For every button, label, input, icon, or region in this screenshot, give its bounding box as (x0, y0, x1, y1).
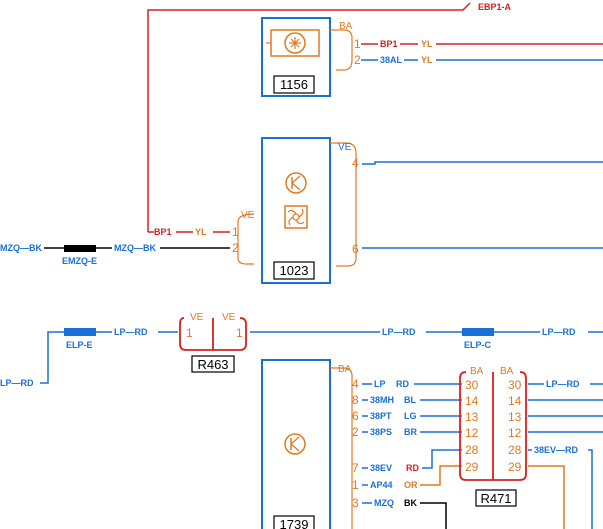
r471-left-pin-29: 29 (465, 460, 479, 474)
splice-elp-c (462, 328, 494, 336)
c1156-wire-2-name: 38AL (380, 55, 403, 65)
component-1023-id: 1023 (280, 263, 309, 278)
r471-id-box (475, 489, 517, 507)
r463-out-wire-label: LP—RD (382, 327, 416, 337)
wire-1023-pin4 (362, 161, 603, 165)
r471-left-pin-12: 12 (465, 426, 479, 440)
component-1156-box (261, 17, 331, 97)
r471-38ev-rd-label: 38EV—RD (534, 445, 579, 455)
lp-rd-right-label: LP—RD (542, 327, 576, 337)
ebp1-a-label: EBP1-A (478, 2, 512, 12)
r471-id: R471 (480, 491, 511, 506)
c1739-wire-6-color: LG (404, 411, 417, 421)
r471-left-pin-13: 13 (465, 410, 479, 424)
splice-emzq-label: EMZQ-E (62, 256, 97, 266)
c1156-connector-bracket (330, 29, 353, 71)
c1739-wire-2-name: 38PS (370, 427, 392, 437)
c1156-pin-2: 2 (354, 53, 361, 67)
c1156-connector-color: BA (339, 21, 353, 32)
c1739-pin-3: 3 (352, 496, 359, 510)
r471-right-pin-29: 29 (508, 460, 522, 474)
c1023-pin-2: 2 (232, 241, 239, 255)
component-1739-id-box (273, 515, 315, 529)
transistor-icon (285, 172, 307, 194)
c1739-pin-6: 6 (352, 409, 359, 423)
splice-elp-e-label: ELP-E (66, 340, 93, 350)
c1739-pin-8: 8 (352, 393, 359, 407)
c1739-wire-4-color: RD (396, 379, 409, 389)
c1156-wire-1-name: BP1 (380, 39, 398, 49)
c1023-pin-6: 6 (352, 242, 359, 256)
c1023-wire-1-color: YL (195, 227, 207, 237)
mzq-bk-left-label: MZQ—BK (0, 243, 42, 253)
c1739-wire-3-color: BK (404, 498, 417, 508)
r471-left-pin-30: 30 (465, 378, 479, 392)
component-1739-id: 1739 (280, 517, 309, 529)
fan-motor-icon (266, 29, 320, 57)
component-1156-id-box (273, 75, 315, 94)
c1156-wire-2-color: YL (421, 55, 433, 65)
component-1156[interactable]: 1156 (261, 17, 331, 97)
c1023-right-bracket (330, 142, 357, 267)
r471-right-pin-13: 13 (508, 410, 522, 424)
c1739-connector-color: BA (338, 364, 352, 375)
c1739-wire-7-color: RD (406, 463, 419, 473)
fan-icon (284, 205, 308, 229)
c1739-wire-7-name: 38EV (370, 463, 392, 473)
c1739-connector-bracket (330, 367, 353, 529)
transistor-icon (284, 433, 306, 455)
c1739-pin-2: 2 (352, 425, 359, 439)
component-1023-box (261, 137, 331, 284)
r471-left-pin-14: 14 (465, 394, 479, 408)
c1739-pin-1: 1 (352, 478, 359, 492)
component-1156-id: 1156 (280, 77, 308, 92)
splice-elp-c-label: ELP-C (464, 340, 492, 350)
splice-emzq (64, 245, 96, 252)
component-1739-box (261, 359, 331, 529)
r463-in-wire-label: LP—RD (114, 327, 148, 337)
c1156-pin-1: 1 (354, 37, 361, 51)
c1739-wire-6-name: 38PT (370, 411, 392, 421)
splice-elp-e (64, 328, 96, 336)
c1739-wire-8-color: BL (404, 395, 416, 405)
mzq-bk-mid-label: MZQ—BK (114, 243, 156, 253)
c1023-left-bracket (237, 213, 255, 265)
c1156-wire-1-color: YL (421, 39, 433, 49)
c1739-wire-1-color: OR (404, 480, 418, 490)
c1739-pin-4: 4 (352, 377, 359, 391)
r471-right-pin-12: 12 (508, 426, 522, 440)
r463-right-color: VE (222, 312, 236, 323)
r471-right-pin-14: 14 (508, 394, 522, 408)
r471-left-color: BA (470, 366, 484, 377)
component-1023[interactable]: 1023 (261, 137, 331, 284)
r471-right-pin-28: 28 (508, 443, 522, 457)
r463-left-color: VE (190, 312, 204, 323)
c1023-right-connector-color: VE (338, 142, 352, 153)
c1023-left-connector-color: VE (241, 210, 255, 221)
r463-pin-left: 1 (186, 326, 193, 340)
c1023-wire-1-name: BP1 (154, 227, 172, 237)
wire-ebp1-feed (147, 2, 471, 232)
c1739-wire-3-name: MZQ (374, 498, 394, 508)
r463-pin-right: 1 (236, 326, 243, 340)
lp-rd-bottom-left-label: LP—RD (0, 378, 34, 388)
connector-r471[interactable]: BA BA 30 14 13 12 28 29 30 14 13 12 28 2… (459, 366, 527, 507)
c1739-pin-7: 7 (352, 461, 359, 475)
c1739-wire-4-name: LP (374, 379, 386, 389)
r471-lp-rd-label: LP—RD (546, 379, 580, 389)
c1739-wire-2-color: BR (404, 427, 417, 437)
c1739-wire-8-name: 38MH (370, 395, 394, 405)
r463-id-box (191, 355, 235, 373)
c1739-wire-1-name: AP44 (370, 480, 393, 490)
r463-id: R463 (197, 357, 228, 372)
component-1023-id-box (273, 261, 315, 280)
r471-right-color: BA (500, 366, 514, 377)
r471-right-pin-30: 30 (508, 378, 522, 392)
c1023-pin-4: 4 (352, 156, 359, 170)
c1023-pin-1: 1 (232, 225, 239, 239)
connector-r463[interactable]: VE VE 1 1 R463 (179, 312, 247, 373)
r471-left-pin-28: 28 (465, 443, 479, 457)
component-1739[interactable]: 1739 (261, 359, 331, 529)
